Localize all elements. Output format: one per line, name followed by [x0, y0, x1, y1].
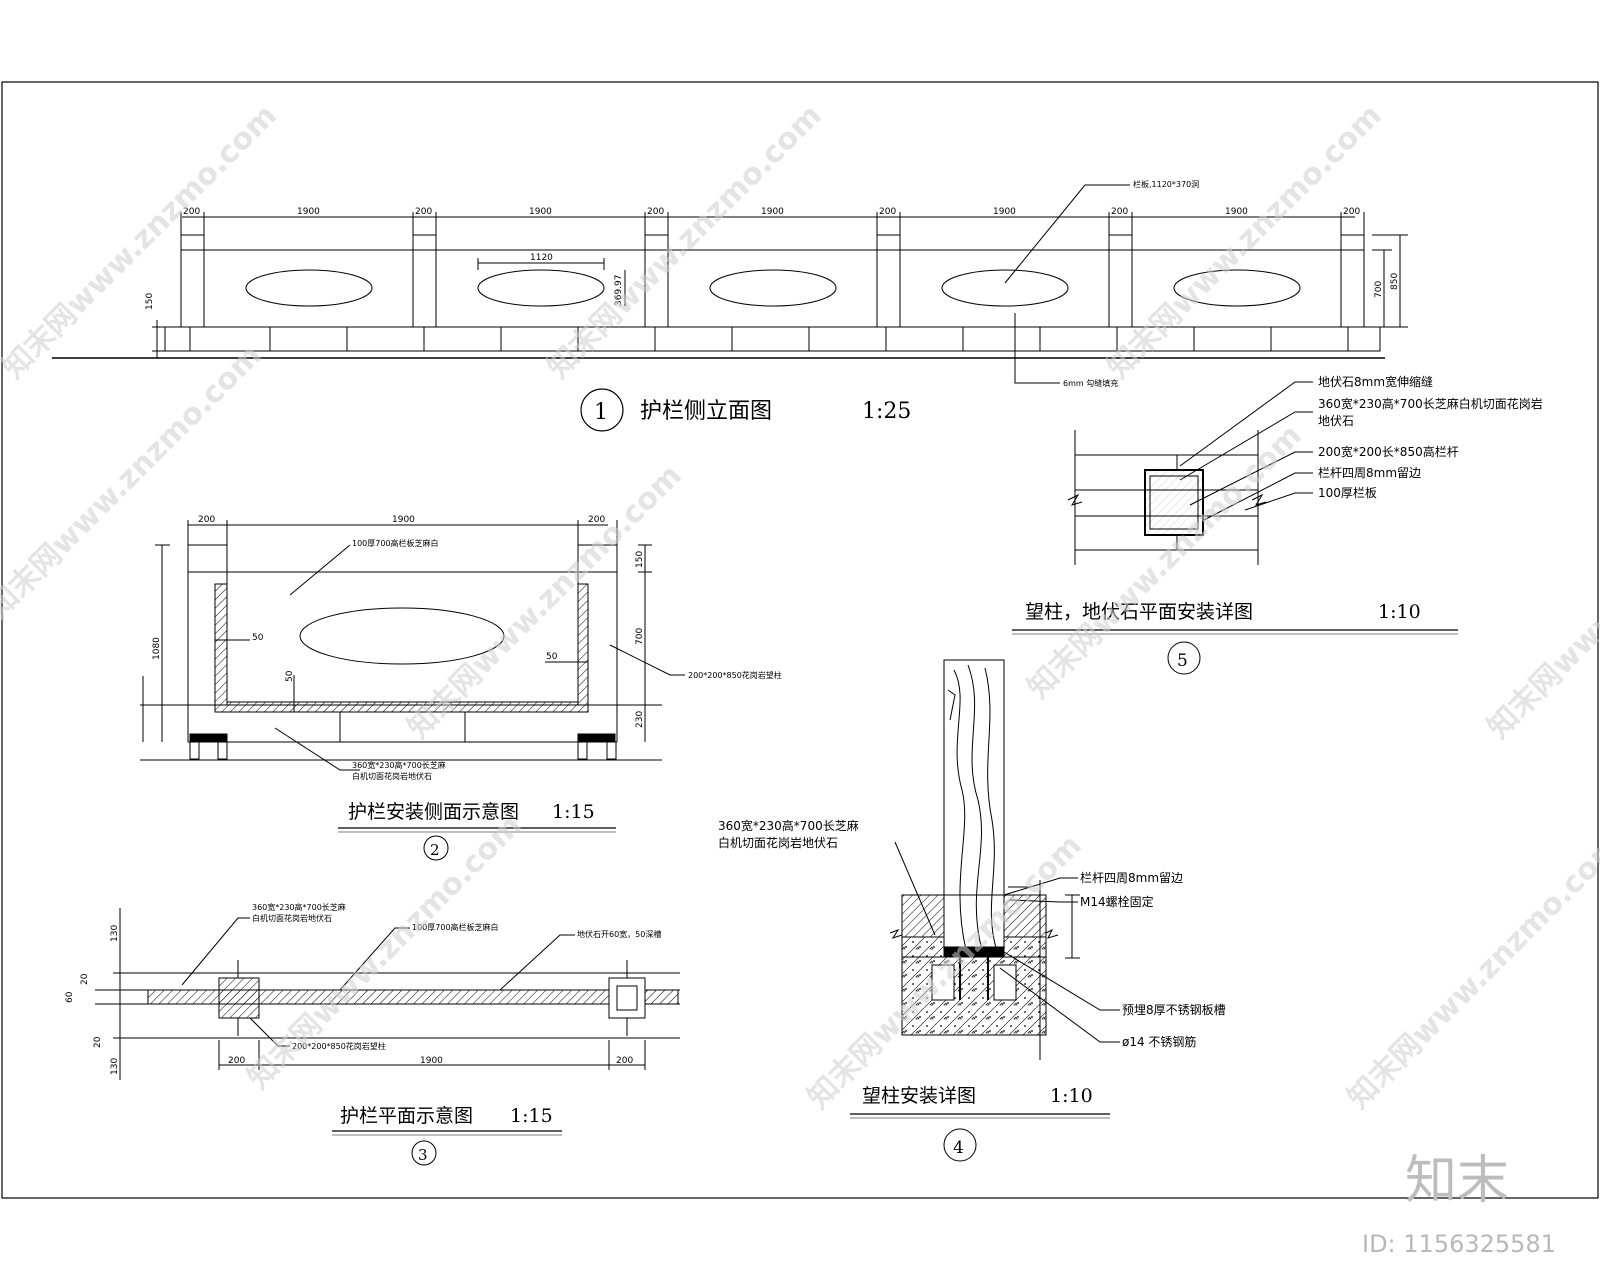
title-3-text: 护栏平面示意图 [340, 1105, 473, 1127]
watermark-text: 知末网www.znzmo.com [1021, 418, 1309, 706]
dim-20: 20 [93, 1036, 103, 1048]
title-4-scale: 1:10 [1050, 1085, 1093, 1107]
watermark-text: 知末网www.znzmo.com [1481, 458, 1600, 746]
watermark-text: 知末网www.znzmo.com [241, 808, 529, 1096]
watermark-text: 知末网www.znzmo.com [0, 338, 269, 626]
sheet-border [1, 81, 1599, 1199]
dim-base: 230 [635, 711, 645, 728]
dim-post: 200 [647, 207, 664, 217]
note-base-stone: 地伏石 [1318, 414, 1354, 428]
title-3-number: 3 [418, 1146, 428, 1164]
title-2-text: 护栏安装侧面示意图 [348, 801, 519, 823]
title-4: 望柱安装详图 1:10 4 [850, 1085, 1110, 1162]
note-base-stone: 360宽*230高*700长芝麻 [252, 902, 346, 912]
title-4-text: 望柱安装详图 [862, 1085, 976, 1107]
dim-1900: 1900 [420, 1056, 443, 1066]
dim-left-post: 200 [198, 515, 215, 525]
watermark-text: 知末网www.znzmo.com [1341, 828, 1600, 1116]
brand-logo-text: 知末 [1405, 1151, 1509, 1211]
dim-130: 130 [110, 1058, 120, 1075]
dim-post: 200 [183, 207, 200, 217]
dim-cap: 150 [635, 551, 645, 568]
watermark-text: 知末网www.znzmo.com [1101, 98, 1389, 386]
plan-dims: 130 20 60 20 130 200 1900 200 360宽*230高*… [65, 902, 661, 1075]
note-board: 100厚栏板 [1318, 485, 1377, 500]
dim-oval-height: 369.97 [614, 275, 624, 307]
note-base-stone: 白机切面花岗岩地伏石 [252, 913, 332, 923]
title-2-number: 2 [430, 841, 440, 859]
dim-bay: 1900 [993, 207, 1016, 217]
post-plan-detail-notes: 地伏石8mm宽伸缩缝 360宽*230高*700长芝麻白机切面花岗岩 地伏石 2… [1318, 374, 1543, 500]
side-install-dims: 200 1900 200 1080 150 700 230 50 50 50 1… [152, 515, 782, 781]
dim-bay: 1900 [529, 207, 552, 217]
title-3: 护栏平面示意图 1:15 3 [332, 1105, 562, 1166]
title-1: 1 护栏侧立面图 1:25 [580, 388, 911, 432]
title-1-text: 护栏侧立面图 [640, 399, 772, 424]
dim-post: 200 [1111, 207, 1128, 217]
note-base-stone: 白机切面花岗岩地伏石 [718, 835, 838, 850]
title-4-number: 4 [953, 1138, 964, 1158]
title-1-number: 1 [594, 400, 608, 425]
dim-bay: 1900 [761, 207, 784, 217]
elevation-dims: 200 1900 200 1900 200 1900 200 1900 200 … [145, 179, 1400, 388]
dim-post: 200 [415, 207, 432, 217]
dim-oval-width: 1120 [530, 253, 553, 263]
note-groove: 地伏石开60宽，50深槽 [577, 929, 661, 939]
note-board: 100厚700高栏板芝麻白 [412, 922, 499, 932]
plan-drawing [95, 908, 680, 1080]
post-plan-detail-drawing [1067, 381, 1313, 565]
post-detail-drawing [889, 659, 1120, 1060]
dim-20: 20 [80, 973, 90, 985]
note-base-stone: 360宽*230高*700长芝麻 [718, 818, 859, 833]
dim-rail: 700 [635, 628, 645, 645]
dim-total-height: 850 [1390, 273, 1400, 290]
dim-bay: 1900 [1225, 207, 1248, 217]
note-gap: 栏杆四周8mm留边 [1080, 870, 1183, 885]
title-5: 望柱，地伏石平面安装详图 1:10 5 [1012, 601, 1458, 675]
note-board: 100厚700高栏板芝麻白 [352, 538, 439, 548]
dim-50: 50 [252, 633, 264, 643]
note-expansion-joint: 地伏石8mm宽伸缩缝 [1318, 374, 1433, 389]
dim-60: 60 [65, 991, 75, 1003]
dim-200: 200 [616, 1056, 633, 1066]
post-detail-notes: 360宽*230高*700长芝麻 白机切面花岗岩地伏石 栏杆四周8mm留边 M1… [718, 818, 1226, 1049]
dim-50: 50 [285, 670, 295, 682]
dim-post: 200 [1343, 207, 1360, 217]
image-id-label: ID: 1156325581 [1362, 1230, 1556, 1258]
note-post: 200*200*850花岗岩望柱 [292, 1041, 386, 1051]
note-board-hole: 栏板,1120*370洞 [1133, 179, 1199, 189]
watermark-text: 知末网www.znzmo.com [541, 98, 829, 386]
note-rebar: ø14 不锈钢筋 [1122, 1034, 1196, 1049]
note-base-stone: 360宽*230高*700长芝麻 [352, 760, 446, 770]
note-gap: 栏杆四周8mm留边 [1318, 465, 1421, 480]
dim-rail-height: 700 [1374, 281, 1384, 298]
watermark-layer: 知末网www.znzmo.com 知末网www.znzmo.com 知末网www… [0, 98, 1600, 1116]
dim-post: 200 [879, 207, 896, 217]
note-base-stone: 白机切面花岗岩地伏石 [352, 771, 432, 781]
elevation-drawing [52, 184, 1408, 384]
dim-50: 50 [546, 652, 558, 662]
dim-200: 200 [228, 1056, 245, 1066]
note-base-stone: 360宽*230高*700长芝麻白机切面花岗岩 [1318, 396, 1543, 411]
dim-mid: 1900 [392, 515, 415, 525]
dim-bay: 1900 [297, 207, 320, 217]
dim-base-height: 150 [145, 293, 155, 310]
title-5-text: 望柱，地伏石平面安装详图 [1025, 601, 1253, 623]
title-1-scale: 1:25 [862, 399, 911, 424]
title-2-scale: 1:15 [552, 801, 595, 823]
note-post: 200*200*850花岗岩望柱 [688, 670, 782, 680]
dim-right-post: 200 [588, 515, 605, 525]
title-5-scale: 1:10 [1378, 601, 1421, 623]
dim-130: 130 [110, 925, 120, 942]
title-5-number: 5 [1177, 651, 1188, 671]
dim-total-height: 1080 [152, 637, 162, 660]
title-2: 护栏安装侧面示意图 1:15 2 [338, 801, 616, 861]
note-joint: 6mm 勾缝填充 [1063, 378, 1118, 388]
note-bolt: M14螺栓固定 [1080, 894, 1154, 909]
note-steel-channel: 预埋8厚不锈钢板槽 [1122, 1003, 1226, 1017]
note-post: 200宽*200长*850高栏杆 [1318, 444, 1459, 459]
side-install-drawing [140, 520, 685, 771]
title-3-scale: 1:15 [510, 1105, 553, 1127]
